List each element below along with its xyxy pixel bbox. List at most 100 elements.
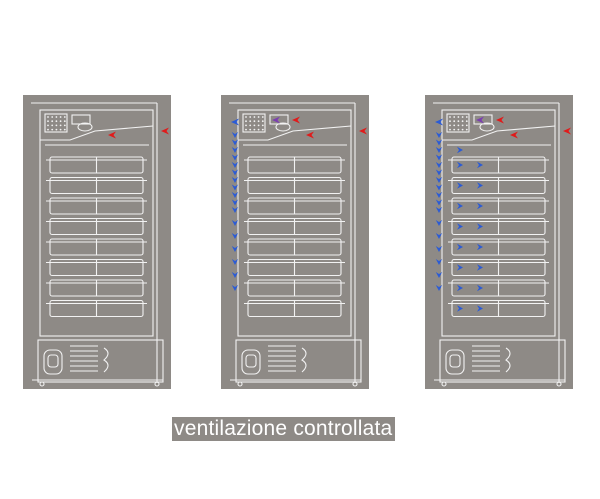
compressor-core <box>47 354 59 368</box>
compressor-core <box>245 354 257 368</box>
cold-air-arrow <box>435 199 443 206</box>
cold-air-arrow <box>231 162 239 168</box>
evaporator-dot <box>465 128 468 131</box>
cold-air-arrow <box>231 177 239 183</box>
cold-air-arrow <box>435 192 443 198</box>
cold-air-arrow <box>231 139 239 146</box>
cold-air-arrow <box>435 246 443 252</box>
evaporator-dot <box>457 120 460 123</box>
cold-air-arrow <box>457 243 463 251</box>
shelf <box>46 299 147 318</box>
cold-air-arrow <box>231 184 239 191</box>
evaporator-dot <box>457 128 460 131</box>
fan-unit <box>77 122 93 132</box>
shelf <box>448 238 549 256</box>
evaporator-dot <box>253 124 256 127</box>
compartment-outline <box>37 339 164 383</box>
evaporator-dot <box>449 124 451 127</box>
wheel <box>352 381 358 387</box>
evaporator-dot <box>449 116 451 118</box>
shelf <box>244 176 345 195</box>
evaporator-dot <box>257 124 260 127</box>
hot-air-arrow <box>496 116 504 124</box>
compressor-compartment <box>230 339 362 387</box>
cold-air-arrow <box>231 259 239 265</box>
hot-air-arrow <box>359 127 367 135</box>
cold-air-arrow <box>435 177 443 183</box>
cold-air-arrow <box>231 169 239 176</box>
cold-air-arrow <box>435 132 443 138</box>
cabinet-panel-static <box>23 95 171 389</box>
evaporator-dot <box>55 124 58 127</box>
cold-air-arrow <box>477 305 483 312</box>
airflow-arrows <box>108 127 169 139</box>
shelf <box>46 176 147 195</box>
evaporator-dot <box>453 120 456 123</box>
shelf <box>46 279 147 297</box>
evaporator-dot <box>253 116 256 118</box>
shelf <box>244 217 345 236</box>
evaporator-dot <box>253 120 256 123</box>
evaporator-dot <box>449 120 451 123</box>
evaporator-dot <box>449 128 451 131</box>
expansion-pipe <box>301 347 307 373</box>
shelf <box>448 299 549 318</box>
cold-air-arrow <box>435 147 443 153</box>
cold-air-arrow <box>457 182 463 189</box>
evaporator-grid <box>446 113 470 133</box>
cold-air-arrow <box>435 162 443 168</box>
evaporator-dot <box>245 116 247 118</box>
cold-air-arrow <box>477 284 483 292</box>
cold-air-arrow <box>457 202 463 210</box>
hot-air-arrow <box>161 127 169 135</box>
cold-air-arrow <box>435 259 443 265</box>
fan-housing <box>71 114 91 125</box>
wheel <box>237 381 243 387</box>
evaporator-dot <box>63 116 66 118</box>
compressor <box>445 349 465 375</box>
cold-air-arrow <box>435 184 443 191</box>
cold-air-arrow <box>435 285 443 291</box>
air-duct <box>40 125 154 141</box>
shelf <box>46 238 147 256</box>
cold-air-arrow <box>231 246 239 252</box>
shelf <box>46 217 147 236</box>
cold-air-arrow <box>231 132 239 138</box>
evaporator-dot <box>261 124 264 127</box>
evaporator-box <box>242 113 266 133</box>
shelf <box>244 238 345 256</box>
cold-air-arrow <box>231 199 239 206</box>
evaporator-dot <box>457 124 460 127</box>
evaporator-dot <box>257 128 260 131</box>
evaporator-dot <box>51 128 54 131</box>
shelf <box>448 197 549 215</box>
fan-housing <box>269 114 289 125</box>
fan-housing <box>473 114 493 125</box>
evaporator-dot <box>453 128 456 131</box>
evaporator-dot <box>59 116 62 118</box>
cold-air-arrow <box>477 243 483 251</box>
evaporator-dot <box>59 128 62 131</box>
fan-unit <box>479 122 495 132</box>
evaporator-dot <box>245 124 247 127</box>
evaporator-dot <box>51 120 54 123</box>
shelf <box>448 217 549 236</box>
mixed-air-arrow <box>476 116 484 124</box>
evaporator-dot <box>261 120 264 123</box>
cabinet-outline <box>441 109 556 337</box>
cold-air-arrow <box>457 223 463 230</box>
evaporator-dot <box>59 120 62 123</box>
evaporator-dot <box>465 116 468 118</box>
air-duct <box>238 125 352 141</box>
evaporator-dot <box>63 128 66 131</box>
hot-air-arrow <box>563 127 571 135</box>
hot-air-arrow <box>108 131 116 139</box>
cold-air-arrow <box>231 285 239 291</box>
cold-air-arrow <box>231 233 239 239</box>
evaporator-dot <box>461 120 464 123</box>
cold-air-arrow <box>435 220 443 226</box>
expansion-pipe <box>103 347 109 373</box>
evaporator-dot <box>249 124 252 127</box>
evaporator-dot <box>47 116 49 118</box>
evaporator-dot <box>253 128 256 131</box>
